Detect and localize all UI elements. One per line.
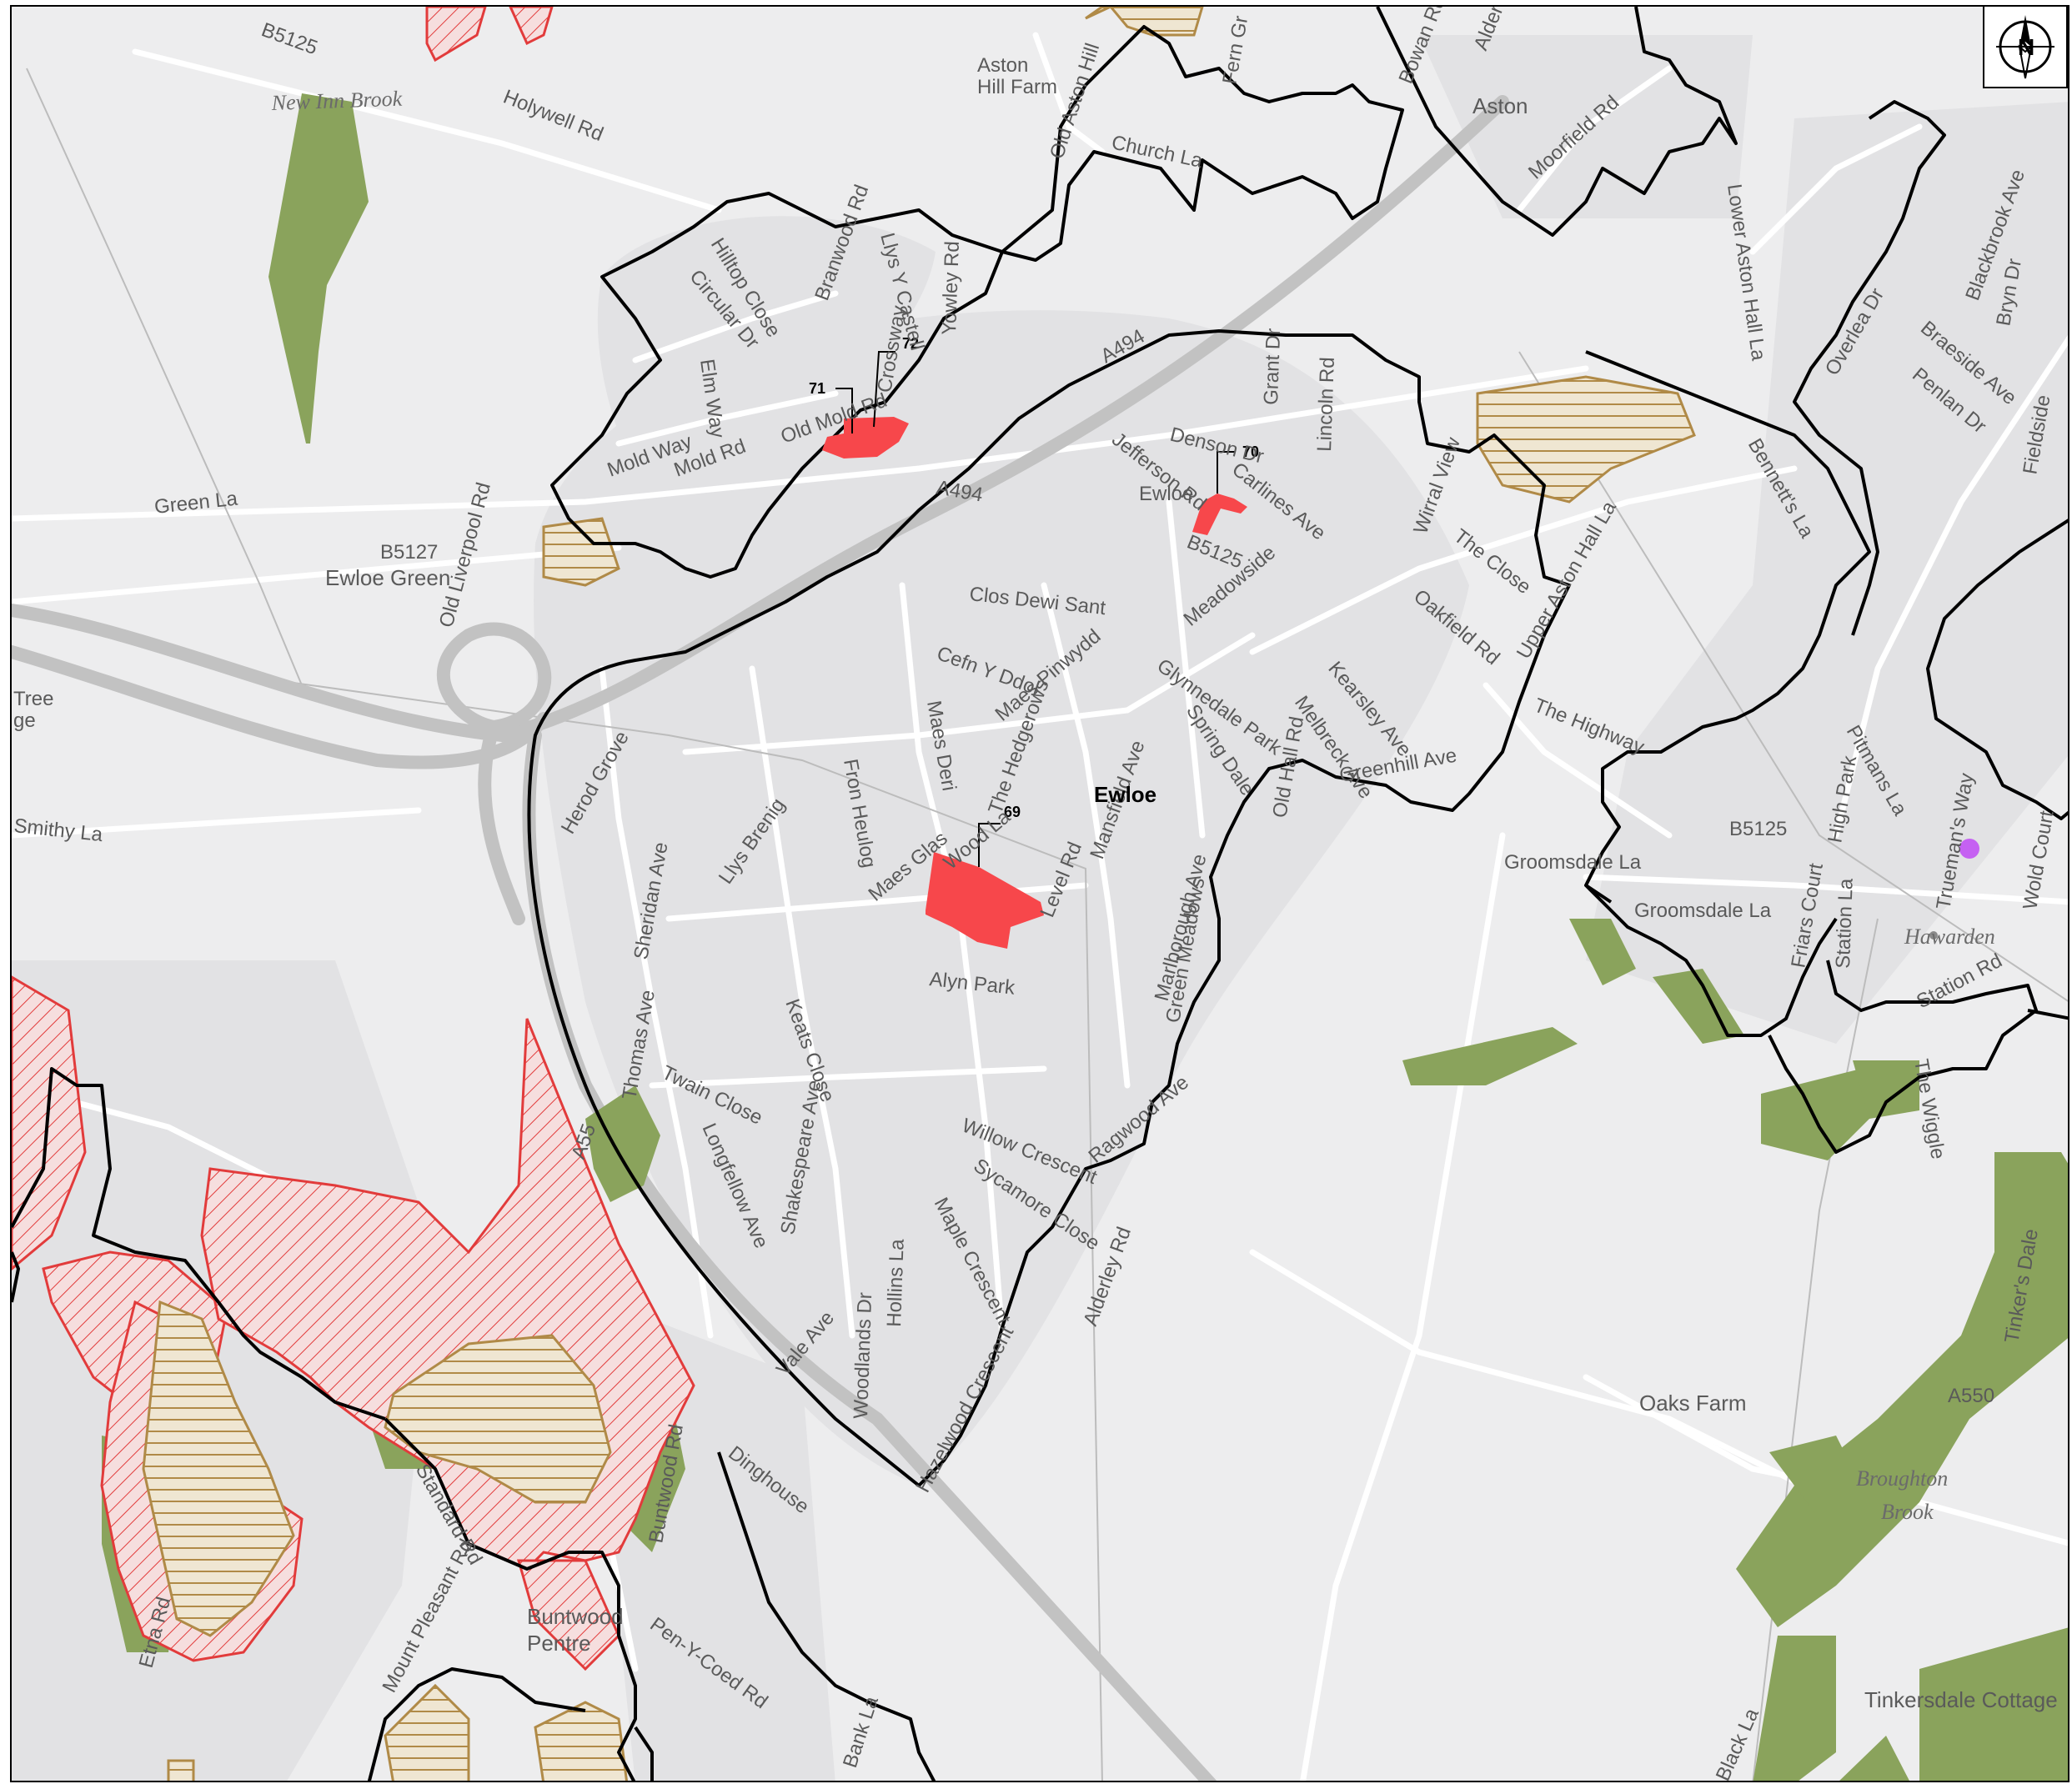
road-label: A550 (1948, 1385, 1994, 1407)
place-label: Tree (13, 688, 53, 710)
road-label: B5125 (1729, 818, 1787, 840)
map-canvas[interactable]: 69 70 71 72 B5125 New Inn Brook Holywell… (12, 7, 2069, 1782)
site-72-label: 72 (902, 335, 919, 352)
major-roads (12, 95, 1509, 1781)
place-label: Aston (977, 54, 1028, 77)
allocation-sites (822, 417, 1247, 949)
site-71-label: 71 (809, 380, 825, 397)
place-label: Tinkersdale Cottage (1864, 1687, 2058, 1712)
road-label: Groomsdale La (1634, 900, 1772, 922)
water-label: Brook (1881, 1500, 1934, 1524)
site-labels: 69 70 71 72 (809, 335, 1259, 820)
north-arrow-icon: N (1996, 15, 2054, 79)
north-arrow: N (1983, 5, 2068, 88)
water-label: Broughton (1856, 1466, 1948, 1491)
site-69-label: 69 (1004, 804, 1021, 820)
settlement-boundaries (12, 7, 2068, 1781)
road-label: B5127 (380, 541, 438, 564)
place-label: ge (13, 709, 36, 732)
place-label: Hawarden (1904, 925, 1995, 949)
place-label: Oaks Farm (1639, 1391, 1747, 1416)
site-71-72-area (822, 417, 909, 459)
north-letter: N (2018, 34, 2034, 60)
map-frame[interactable]: 69 70 71 72 B5125 New Inn Brook Holywell… (10, 5, 2069, 1782)
site-70-area (1192, 494, 1247, 535)
hawarden-dot (1929, 931, 1938, 940)
water-label: New Inn Brook (270, 87, 403, 115)
point-marker[interactable] (1959, 839, 1979, 859)
road-label: Woodlands Dr (850, 1292, 876, 1419)
place-label: Ewloe (1139, 483, 1193, 505)
place-label: Hill Farm (977, 76, 1057, 98)
road-label: Yowley Rd (938, 241, 964, 335)
road-label: Grant Dr (1260, 328, 1285, 405)
site-leaders (835, 351, 1236, 867)
road-label: Station La (1832, 878, 1858, 970)
place-label: Aston (1472, 93, 1528, 118)
place-label: Pentre (527, 1631, 591, 1656)
road-label: Groomsdale La (1504, 851, 1642, 874)
site-69-area (926, 852, 1044, 949)
place-label-main: Ewloe (1094, 782, 1156, 807)
road-label: Hollins La (883, 1238, 909, 1327)
site-70-label: 70 (1242, 443, 1259, 460)
place-label: Buntwood (527, 1604, 624, 1629)
place-label: Ewloe Green (325, 565, 450, 590)
road-label: Lincoln Rd (1313, 357, 1339, 452)
